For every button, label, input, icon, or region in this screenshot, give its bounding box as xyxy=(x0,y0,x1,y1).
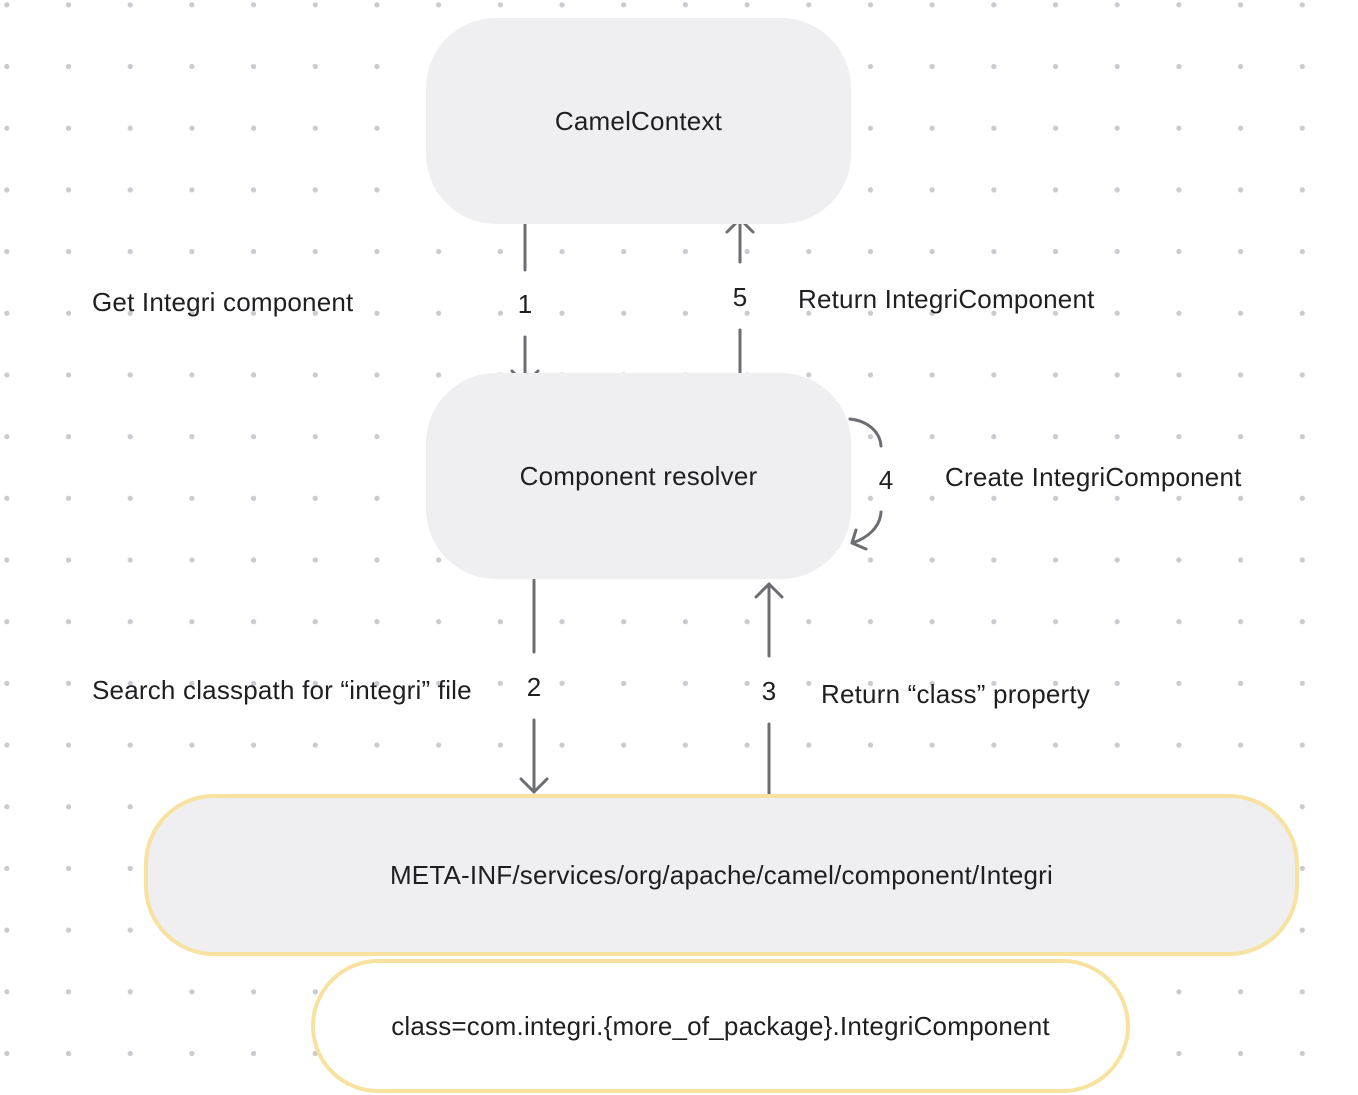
step-2-number: 2 xyxy=(526,672,542,702)
meta-inf-file-node: META-INF/services/org/apache/camel/compo… xyxy=(144,794,1299,956)
camel-context-node: CamelContext xyxy=(426,18,851,224)
step-4-label: Create IntegriComponent xyxy=(945,462,1242,492)
step-5-label: Return IntegriComponent xyxy=(798,284,1095,314)
step-5-number: 5 xyxy=(732,282,748,312)
step-3-number: 3 xyxy=(761,676,777,706)
arrow-step-4 xyxy=(848,417,883,551)
step-1-label: Get Integri component xyxy=(92,287,354,317)
arrow-step-2 xyxy=(519,578,549,794)
camel-context-label: CamelContext xyxy=(554,105,723,136)
class-property-label: class=com.integri.{more_of_package}.Inte… xyxy=(391,1010,1050,1041)
step-4-number: 4 xyxy=(878,465,894,495)
step-2-label: Search classpath for “integri” file xyxy=(92,675,472,705)
step-1-number: 1 xyxy=(517,289,533,319)
component-resolver-label: Component resolver xyxy=(519,460,758,491)
arrow-step-3 xyxy=(754,582,784,796)
meta-inf-file-label: META-INF/services/org/apache/camel/compo… xyxy=(389,859,1054,890)
component-resolver-node: Component resolver xyxy=(426,373,851,579)
step-3-label: Return “class” property xyxy=(821,679,1091,709)
class-property-node: class=com.integri.{more_of_package}.Inte… xyxy=(311,959,1130,1093)
